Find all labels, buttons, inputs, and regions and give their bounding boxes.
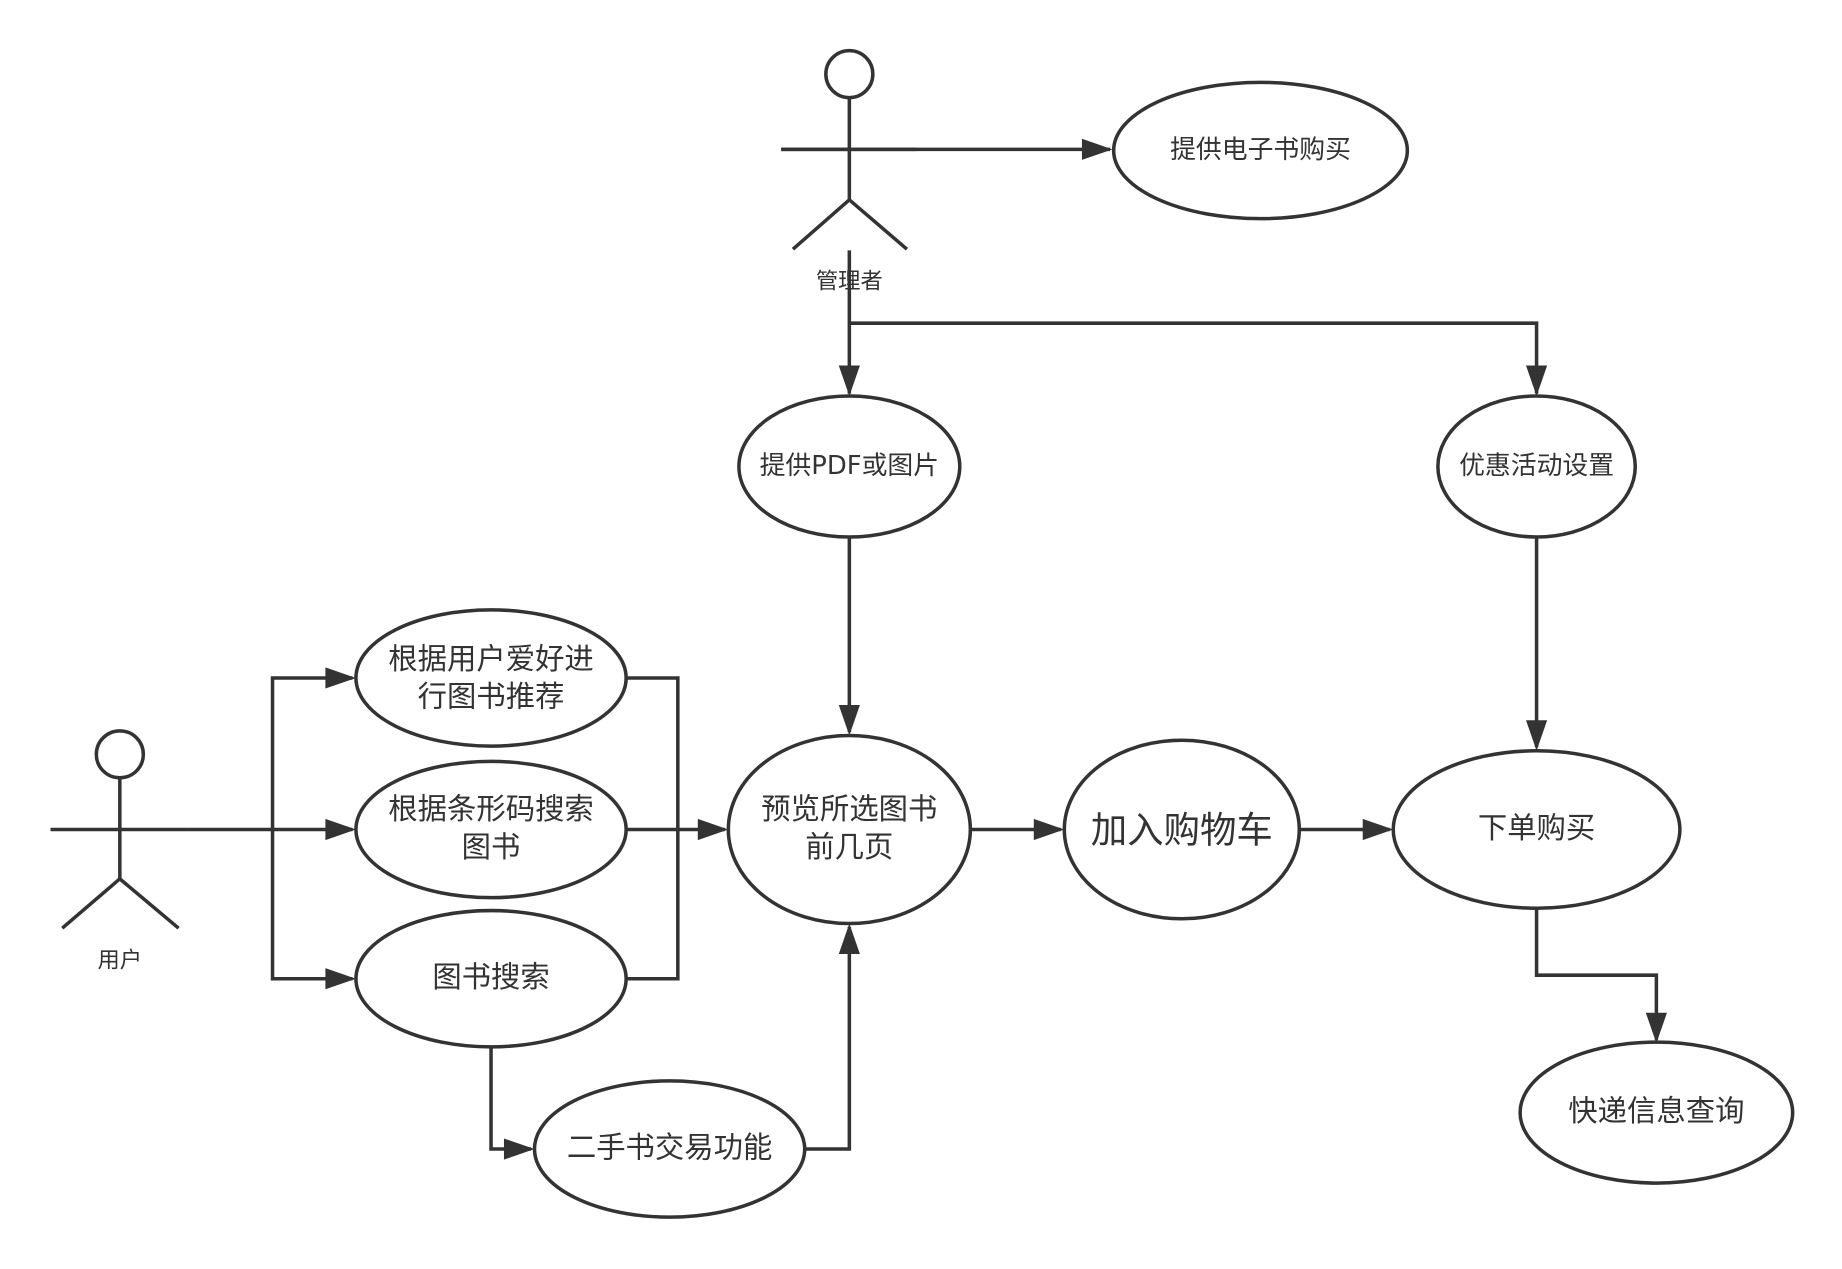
usecase-label: 快递信息查询 xyxy=(1568,1094,1744,1128)
usecase-cart: 加入购物车 xyxy=(1062,738,1302,921)
usecase-label: 行图书推荐 xyxy=(418,679,565,713)
usecase-label: 图书 xyxy=(462,830,521,864)
usecase-label: 优惠活动设置 xyxy=(1459,451,1614,481)
user-label: 用户 xyxy=(98,948,143,974)
usecase-pdf: 提供PDF或图片 xyxy=(737,394,962,539)
usecase-barcode: 根据条形码搜索 图书 xyxy=(354,759,628,900)
user-actor: 用户 xyxy=(50,729,188,974)
usecase-label: 提供PDF或图片 xyxy=(760,451,939,481)
usecase-label: 二手书交易功能 xyxy=(567,1131,773,1165)
usecase-label: 提供电子书购买 xyxy=(1170,135,1351,165)
admin-label: 管理者 xyxy=(816,269,883,295)
usecase-label: 加入购物车 xyxy=(1091,808,1273,851)
usecase-preview: 预览所选图书 前几页 xyxy=(726,733,973,926)
usecase-label: 预览所选图书 xyxy=(761,792,937,826)
arrowheads xyxy=(325,138,1667,1160)
usecase-secondhand: 二手书交易功能 xyxy=(532,1079,807,1219)
usecase-label: 根据条形码搜索 xyxy=(388,792,594,826)
usecase-promo: 优惠活动设置 xyxy=(1436,394,1638,539)
usecase-express: 快递信息查询 xyxy=(1518,1040,1795,1185)
connectors xyxy=(187,147,1659,1151)
usecase-label: 根据用户爱好进 xyxy=(388,642,594,676)
usecase-order: 下单购买 xyxy=(1391,749,1682,910)
usecase-label: 图书搜索 xyxy=(432,960,549,994)
usecase-label: 下单购买 xyxy=(1478,811,1595,845)
usecase-label: 前几页 xyxy=(805,830,893,864)
usecase-ebook: 提供电子书购买 xyxy=(1111,80,1410,221)
admin-actor: 管理者 xyxy=(781,48,917,295)
usecase-search: 图书搜索 xyxy=(354,908,628,1049)
usecase-recommend: 根据用户爱好进 行图书推荐 xyxy=(354,608,628,748)
